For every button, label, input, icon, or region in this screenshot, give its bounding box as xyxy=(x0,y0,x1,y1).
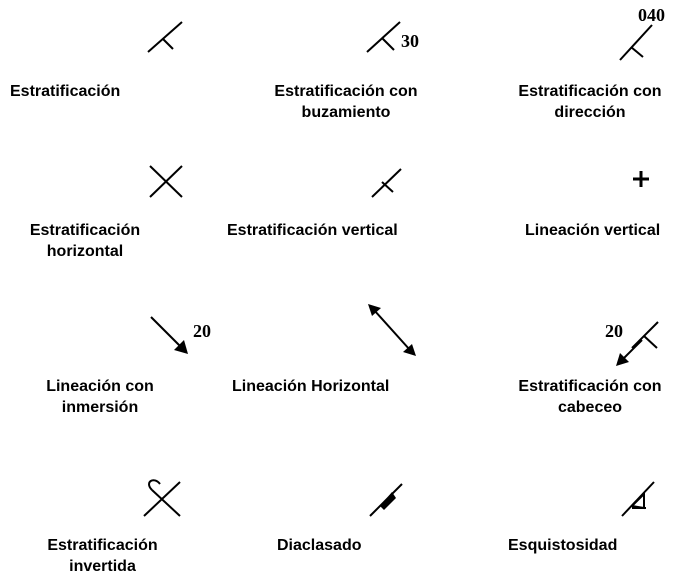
schistosity-symbol xyxy=(621,481,655,517)
vertical-bedding-symbol xyxy=(371,168,402,198)
plunge-value: 20 xyxy=(193,321,211,341)
rake-value: 20 xyxy=(605,321,623,341)
bedding-symbol xyxy=(147,21,183,53)
schistosity-label: Esquistosidad xyxy=(508,537,618,554)
horizontal-lineation-label: Lineación Horizontal xyxy=(232,378,390,395)
dip-value: 30 xyxy=(401,31,419,51)
plunging-lineation-symbol xyxy=(150,316,188,354)
bedding-with-rake-symbol xyxy=(616,321,659,366)
jointing-symbol xyxy=(369,483,403,517)
overturned-bedding-symbol xyxy=(143,479,181,517)
vertical-bedding-label: Estratificación vertical xyxy=(227,222,398,239)
bedding-with-rake-label: Estratificación con cabeceo xyxy=(518,378,662,416)
horizontal-bedding-label: Estratificación horizontal xyxy=(29,222,141,260)
horizontal-lineation-symbol xyxy=(368,304,416,356)
strike-value: 040 xyxy=(638,5,665,25)
plunging-lineation-label: Lineación con inmersión xyxy=(46,378,154,416)
overturned-bedding-label: Estratificación invertida xyxy=(47,537,158,575)
bedding-with-strike-label: Estratificación con dirección xyxy=(518,83,662,121)
vertical-lineation-label: Lineación vertical xyxy=(525,222,661,239)
bedding-with-dip-symbol xyxy=(366,21,401,53)
vertical-lineation-symbol xyxy=(633,171,649,187)
bedding-with-dip-label: Estratificación con buzamiento xyxy=(274,83,418,121)
jointing-label: Diaclasado xyxy=(277,537,362,554)
bedding-label: Estratificación xyxy=(10,83,121,100)
horizontal-bedding-symbol xyxy=(149,165,183,198)
bedding-with-strike-symbol xyxy=(619,24,653,61)
